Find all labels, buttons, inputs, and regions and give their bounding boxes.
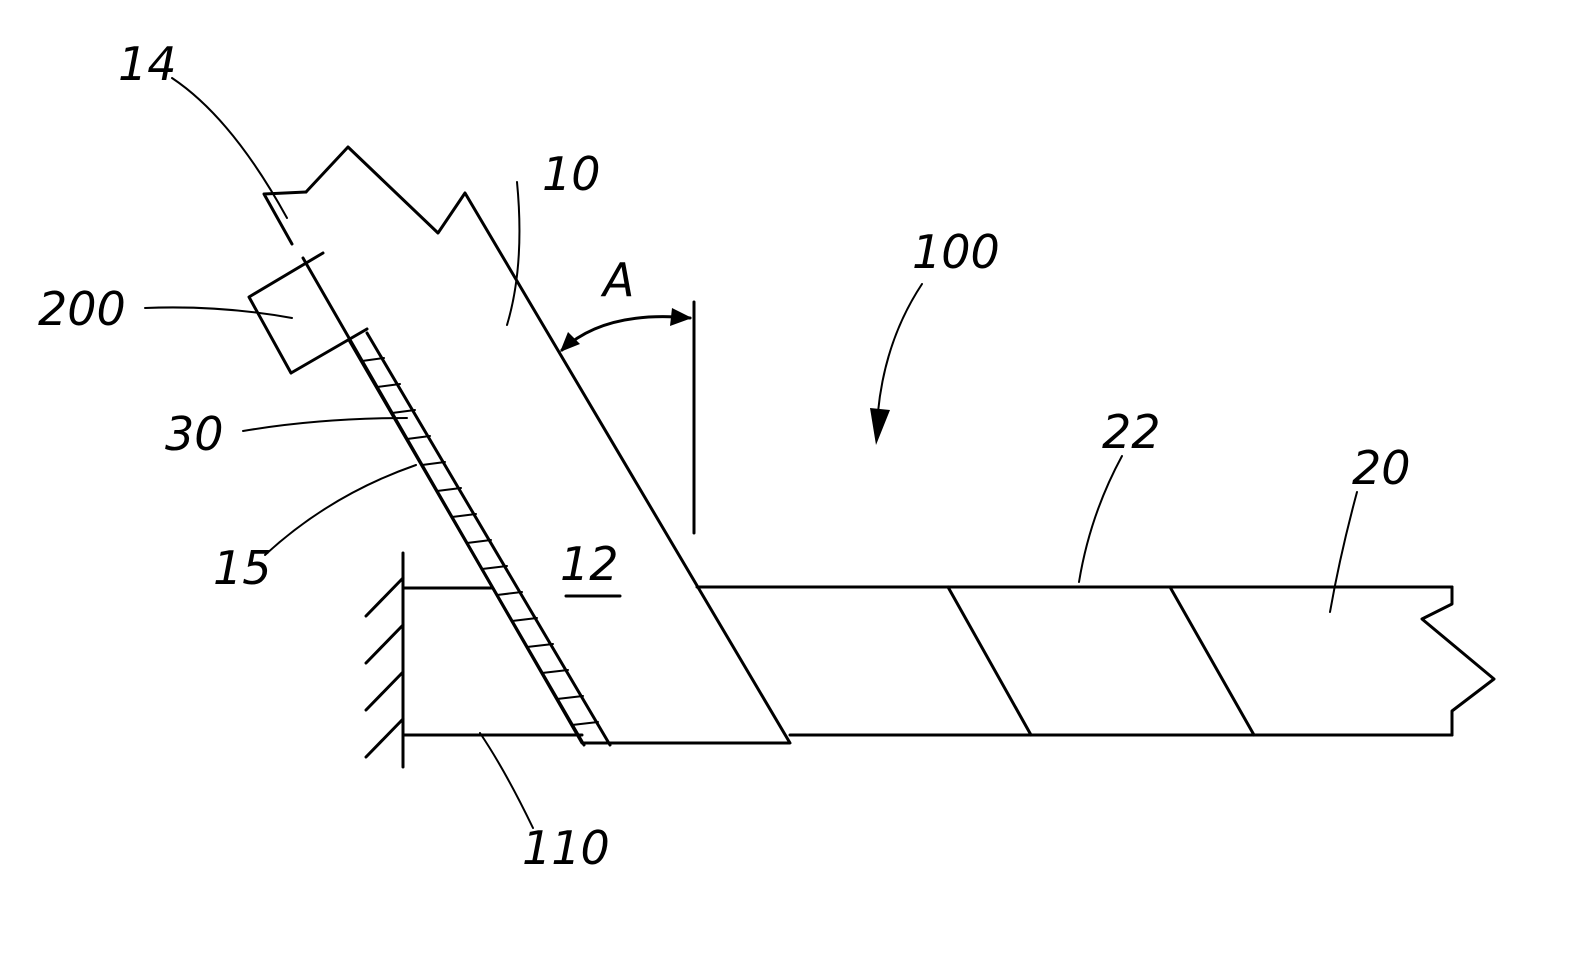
label-22: 22	[1102, 405, 1161, 459]
strip-14	[264, 192, 306, 244]
arrowhead-right	[670, 308, 692, 326]
label-20: 20	[1352, 441, 1411, 495]
label-100: 100	[912, 225, 1000, 279]
label-10: 10	[542, 147, 601, 201]
arrow-100-head	[870, 408, 890, 445]
label-angle-a: A	[600, 253, 634, 307]
wall-110	[366, 553, 582, 767]
label-110: 110	[522, 821, 610, 875]
member-20	[697, 587, 1494, 735]
ground-hatching	[366, 578, 403, 757]
label-30: 30	[165, 407, 224, 461]
label-14: 14	[118, 37, 177, 91]
arrowhead-left	[560, 332, 580, 352]
label-200: 200	[38, 282, 126, 336]
label-15: 15	[213, 541, 272, 595]
label-12: 12	[560, 537, 619, 591]
leader-lines	[145, 78, 1357, 828]
angle-a-indicator	[560, 302, 694, 533]
